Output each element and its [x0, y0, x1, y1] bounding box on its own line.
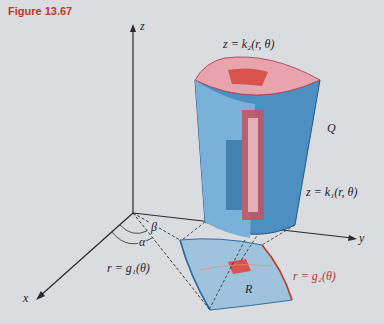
axis-arrow — [130, 24, 136, 32]
projection-line — [182, 222, 205, 240]
z-axis — [132, 28, 133, 213]
shadow-face — [226, 140, 242, 210]
grid-line — [200, 265, 272, 270]
top-surface — [195, 57, 320, 95]
outer-curve — [262, 245, 292, 300]
axis-arrow — [348, 235, 357, 241]
axis-label: y — [358, 232, 365, 245]
axis-label: z — [139, 20, 146, 33]
inner-curve — [180, 240, 210, 310]
angle-label: α — [138, 236, 146, 249]
curve-label: r = g₁(θ) — [106, 262, 151, 275]
angle-arc — [120, 225, 147, 233]
solid-label: Q — [326, 122, 337, 135]
region-label: R — [244, 283, 253, 296]
angle-label: β — [150, 221, 158, 234]
curve-label: r = g₂(θ) — [292, 270, 337, 283]
region-r — [180, 239, 292, 310]
top-element — [228, 68, 268, 86]
surface-label: z = k₁(r, θ) — [305, 186, 359, 199]
wedge-column — [242, 110, 264, 220]
axis-arrow — [36, 291, 45, 300]
axis-label: x — [22, 292, 29, 305]
x-axis — [40, 213, 133, 296]
surface-label: z = k₂(r, θ) — [222, 38, 276, 51]
column-highlight — [248, 118, 258, 212]
projection-line — [210, 240, 245, 308]
area-element — [228, 259, 251, 274]
figure-title: Figure 13.67 — [8, 5, 72, 17]
